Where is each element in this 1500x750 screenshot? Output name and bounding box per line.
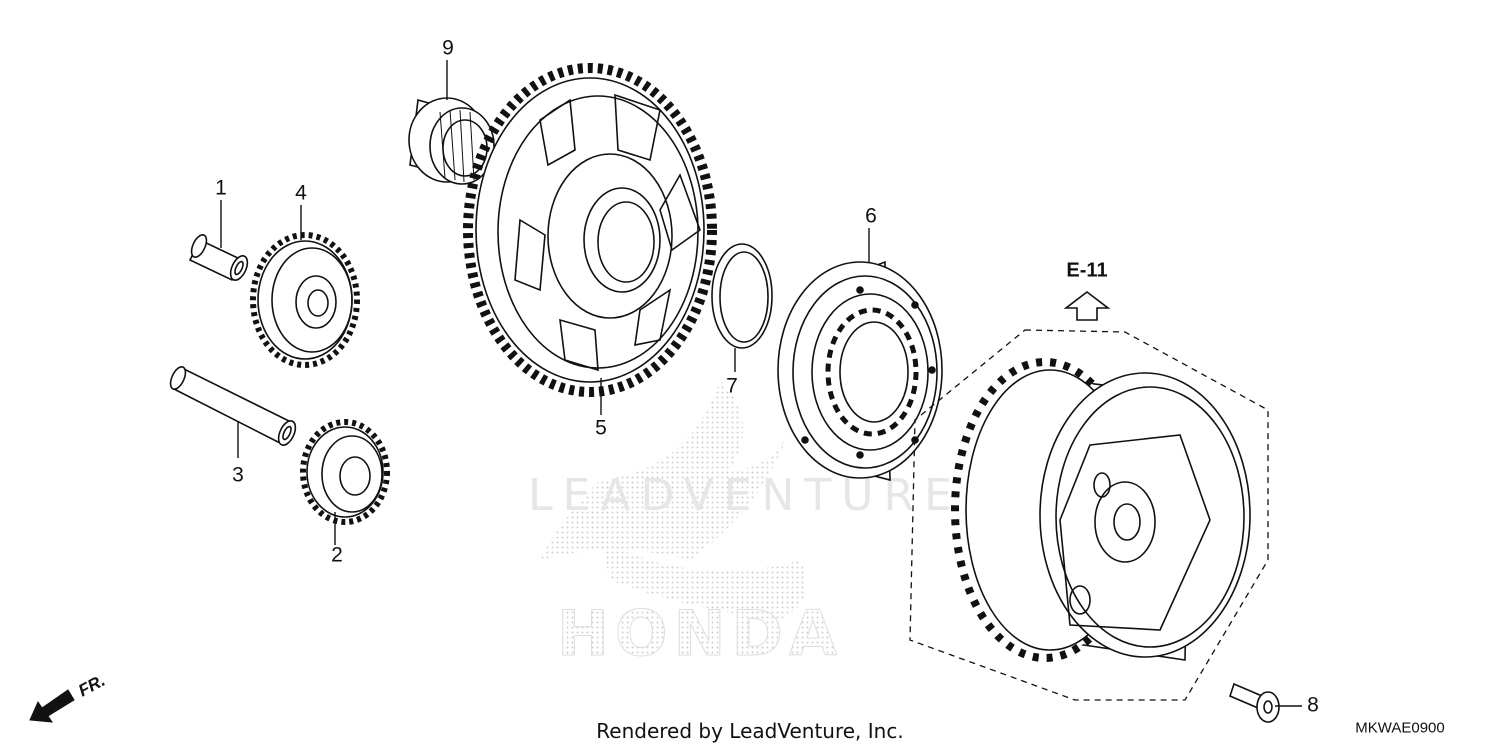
callout-7: 7	[726, 374, 738, 398]
diagram-code: MKWAE0900	[1355, 719, 1445, 737]
watermark-text: LEADVENTURE	[528, 470, 962, 521]
callout-2: 2	[331, 543, 343, 567]
callout-4: 4	[295, 181, 307, 205]
callout-1: 1	[215, 176, 227, 200]
part-7-washer	[711, 243, 773, 349]
footer-credit: Rendered by LeadVenture, Inc.	[596, 719, 904, 743]
up-arrow-icon	[1063, 290, 1111, 321]
part-5-starter-driven-gear	[463, 63, 717, 397]
flywheel-rotor	[951, 358, 1251, 662]
flywheel-assembly-outline	[909, 329, 1269, 701]
front-direction-arrow-icon	[29, 689, 75, 723]
part-6-one-way-clutch	[777, 260, 943, 482]
watermark-brand: HONDA	[557, 597, 843, 670]
reference-label: E-11	[1066, 259, 1108, 282]
part-2-gear	[300, 419, 390, 525]
callout-6: 6	[865, 204, 877, 228]
callout-3: 3	[232, 463, 244, 487]
callout-9: 9	[442, 36, 454, 60]
part-8-bolt	[1229, 682, 1280, 723]
part-9-needle-bearing	[408, 97, 495, 185]
callout-8: 8	[1307, 693, 1319, 717]
leader-lines	[220, 60, 1302, 707]
callout-5: 5	[595, 416, 607, 440]
part-4-gear	[250, 232, 360, 368]
part-3-pin	[169, 366, 297, 446]
part-1-pin	[188, 234, 249, 282]
